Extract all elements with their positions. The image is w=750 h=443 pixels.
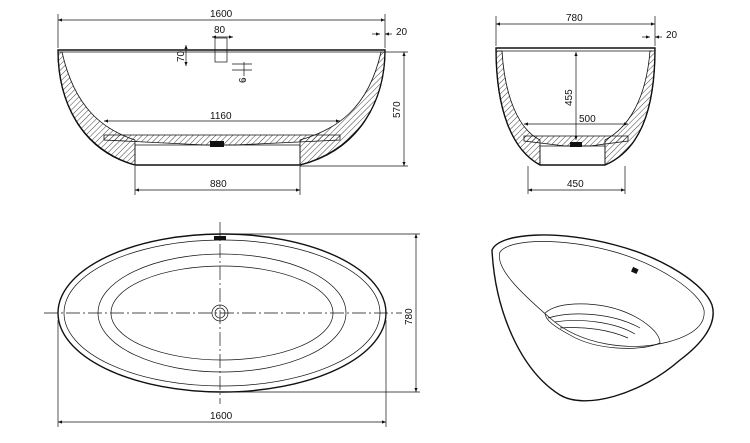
side-view-rim-thickness-label: 20 [666, 30, 678, 41]
front-view-base [134, 144, 301, 166]
perspective-view [491, 234, 714, 402]
front-view-drain-depth-label: 6 [238, 77, 249, 83]
front-view-overall-length-label: 1600 [210, 9, 233, 20]
front-view-inner-bottom-length-label: 1160 [210, 111, 232, 122]
front-view-base-length-label: 880 [210, 179, 227, 190]
front-view: 1600 20 80 70 6 570 1160 880 [57, 9, 408, 195]
front-view-drain [210, 141, 224, 147]
side-view: 780 20 455 500 450 [495, 13, 678, 194]
front-view-wall-left [57, 51, 136, 166]
side-view-inner-bottom-width-label: 500 [579, 114, 596, 125]
front-view-wall-right [299, 51, 386, 166]
side-view-overall-width-label: 780 [566, 13, 583, 24]
top-view-overall-length-label: 1600 [210, 411, 233, 422]
perspective-inner-rim [499, 241, 705, 347]
side-view-inner-depth-label: 455 [564, 89, 575, 106]
top-view-overflow [214, 236, 226, 240]
top-view-overall-width-label: 780 [404, 308, 415, 325]
side-view-wall-right [604, 50, 656, 166]
perspective-basin-bottom [544, 303, 661, 349]
top-view: 780 1600 [44, 222, 420, 427]
side-view-base [539, 145, 606, 166]
side-view-wall-left [495, 50, 541, 166]
perspective-overflow [631, 266, 639, 274]
side-view-drain [570, 142, 582, 147]
front-view-drain-height-label: 70 [176, 50, 187, 62]
perspective-outer-shell [491, 234, 714, 402]
front-view-overall-height-label: 570 [392, 101, 403, 118]
front-view-drain-width-label: 80 [214, 25, 226, 36]
side-view-base-width-label: 450 [567, 179, 584, 190]
front-view-rim-thickness-label: 20 [396, 27, 408, 38]
